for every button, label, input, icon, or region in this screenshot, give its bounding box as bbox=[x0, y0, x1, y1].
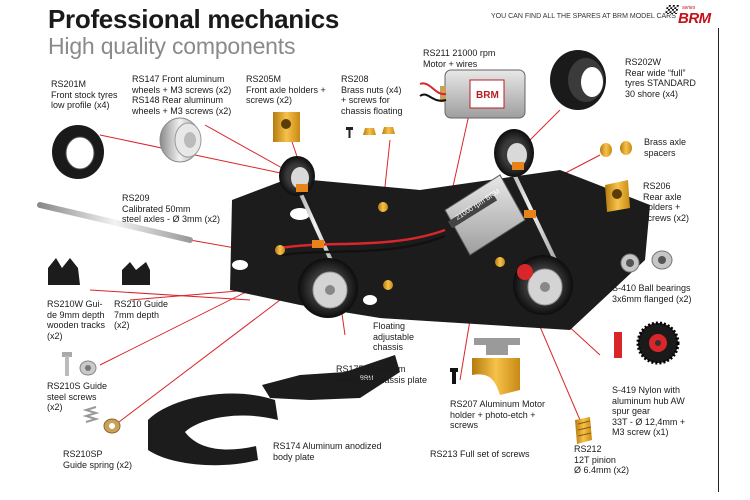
label-rs175: RS175 Aluminum anodized chassis plate bbox=[336, 364, 428, 385]
guide-9mm-part bbox=[48, 258, 80, 285]
guide-screws-part bbox=[62, 352, 97, 376]
label-rs208: RS208 Brass nuts (x4) + screws for chass… bbox=[341, 74, 403, 116]
label-floating-chassis: Floating adjustable chassis bbox=[373, 321, 415, 352]
chassis-axle-holders bbox=[296, 162, 536, 248]
rear-axle-holder-part bbox=[605, 180, 630, 212]
black-wire bbox=[281, 234, 446, 257]
aluminum-wheel-part bbox=[159, 117, 202, 163]
motor-part-brand-text: BRM bbox=[476, 90, 499, 101]
chassis-plate-brand-text: BRM bbox=[360, 376, 373, 382]
chassis-rear-right-wheel bbox=[513, 255, 573, 315]
spares-tagline: YOU CAN FIND ALL THE SPARES AT BRM MODEL… bbox=[491, 13, 676, 20]
chassis-pinion bbox=[495, 257, 505, 267]
motor-part: BRM bbox=[419, 69, 526, 119]
label-rs207: RS207 Aluminum Motor holder + photo-etch… bbox=[450, 399, 546, 430]
body-plate-part bbox=[148, 393, 278, 466]
front-tyre-part bbox=[52, 125, 104, 179]
label-rs211: RS211 21000 rpm Motor + wires bbox=[423, 48, 496, 69]
brm-logo: series BRM bbox=[665, 5, 711, 27]
right-border-line bbox=[718, 28, 719, 492]
label-rs210w: RS210W Gui- de 9mm depth wooden tracks (… bbox=[47, 299, 106, 341]
label-rs147-rs148: RS147 Front aluminum wheels + M3 screws … bbox=[132, 74, 232, 116]
guide-spring-part bbox=[82, 406, 121, 434]
label-rs210: RS210 Guide 7mm depth (x2) bbox=[114, 299, 169, 330]
chassis-plate-part: BRM bbox=[262, 355, 400, 400]
label-rs202w: RS202W Rear wide “full” tyres STANDARD 3… bbox=[625, 57, 696, 99]
ball-bearings-part bbox=[620, 250, 673, 273]
label-rs205m: RS205M Front axle holders + screws (x2) bbox=[246, 74, 326, 105]
label-brass-spacers: Brass axle spacers bbox=[644, 137, 687, 158]
label-rs212: RS212 12T pinion Ø 6.4mm (x2) bbox=[574, 444, 630, 475]
steel-axle-part bbox=[37, 202, 193, 243]
pinion-part bbox=[575, 417, 592, 444]
chassis-spur-gear bbox=[517, 264, 533, 280]
spur-gear-part bbox=[614, 321, 680, 365]
chassis-brass-nut-2 bbox=[383, 280, 393, 290]
chassis-front-right-wheel bbox=[298, 258, 358, 318]
label-rs210sp: RS210SP Guide spring (x2) bbox=[63, 449, 133, 470]
logo-brand-text: BRM bbox=[678, 10, 711, 27]
label-rs213: RS213 Full set of screws bbox=[430, 449, 530, 459]
page-title: Professional mechanics bbox=[48, 4, 340, 34]
guide-7mm-part bbox=[122, 262, 150, 285]
label-rs206: RS206 Rear axle holders + screws (x2) bbox=[643, 181, 690, 223]
label-s419: S-419 Nylon with aluminum hub AW spur ge… bbox=[612, 385, 686, 437]
label-s410: S-410 Ball bearings 3x6mm flanged (x2) bbox=[612, 283, 692, 304]
front-axle-holder-part bbox=[273, 112, 300, 142]
chassis-brass-nut-1 bbox=[378, 202, 388, 212]
chassis-brass-nut-3 bbox=[275, 245, 285, 255]
brass-spacers-part bbox=[600, 141, 632, 157]
red-wire bbox=[279, 228, 446, 250]
label-rs174: RS174 Aluminum anodized body plate bbox=[273, 441, 382, 462]
label-rs201m: RS201M Front stock tyres low profile (x4… bbox=[51, 79, 118, 110]
label-rs209: RS209 Calibrated 50mm steel axles - Ø 3m… bbox=[122, 193, 221, 224]
motor-holder-part bbox=[450, 338, 520, 395]
logo-series-text: series bbox=[682, 5, 696, 11]
rear-tyre-part bbox=[550, 50, 606, 110]
page-subtitle: High quality components bbox=[48, 33, 296, 59]
brass-nuts-part bbox=[346, 127, 395, 138]
label-rs210s: RS210S Guide steel screws (x2) bbox=[47, 381, 108, 412]
